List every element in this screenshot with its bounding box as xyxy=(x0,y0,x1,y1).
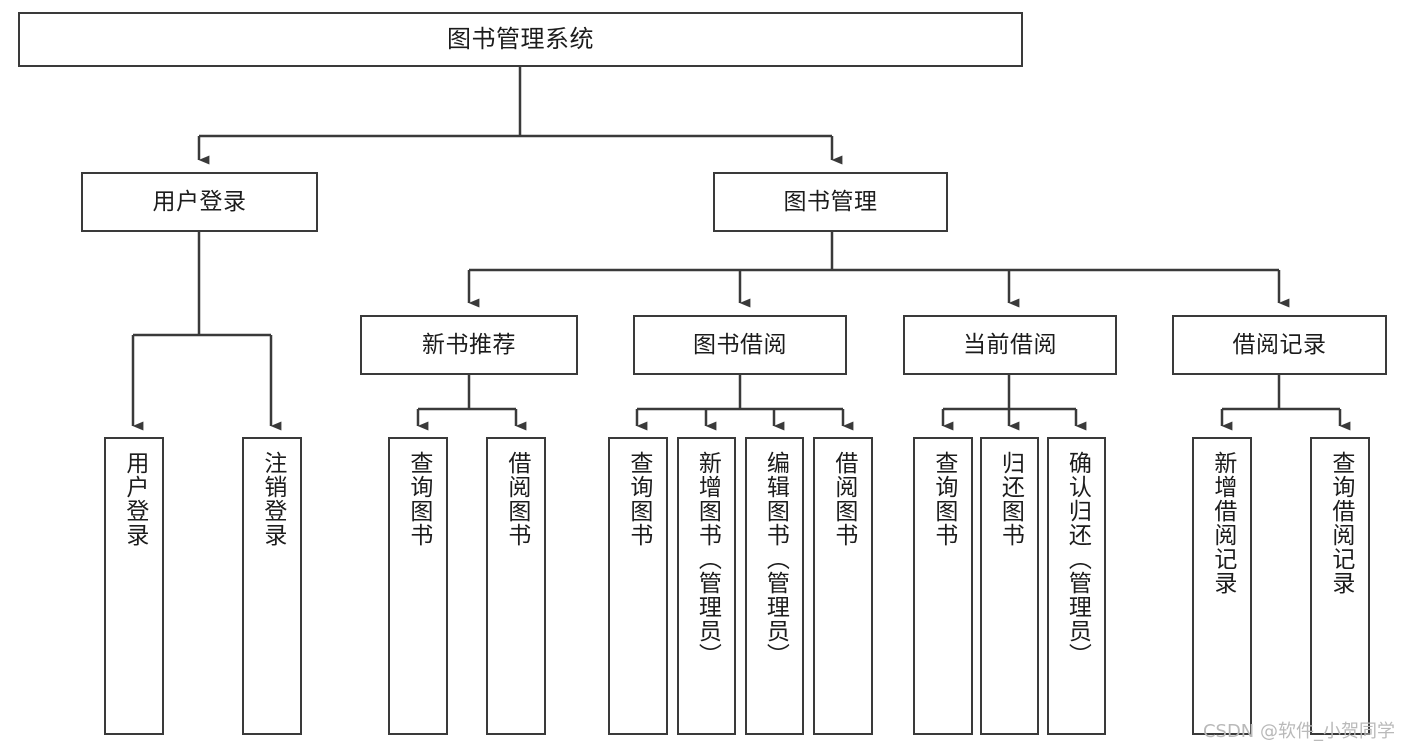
node-book-borrowing[interactable]: 图书借阅 xyxy=(633,315,847,375)
node-label: 用户登录 xyxy=(152,188,247,215)
node-label: 查询图书 xyxy=(930,451,957,547)
node-leaf-query-books-recommend[interactable]: 查询图书 xyxy=(388,437,448,735)
node-leaf-add-borrow-record[interactable]: 新增借阅记录 xyxy=(1192,437,1252,735)
node-user-login[interactable]: 用户登录 xyxy=(81,172,318,232)
node-book-management[interactable]: 图书管理 xyxy=(713,172,948,232)
node-label: 确认归还（管理员） xyxy=(1064,451,1091,667)
node-leaf-return-books[interactable]: 归还图书 xyxy=(980,437,1039,735)
node-label: 借阅图书 xyxy=(830,451,857,547)
node-leaf-add-book-admin[interactable]: 新增图书（管理员） xyxy=(677,437,736,735)
node-root-library-system[interactable]: 图书管理系统 xyxy=(18,12,1023,67)
node-leaf-confirm-return-admin[interactable]: 确认归还（管理员） xyxy=(1047,437,1106,735)
node-label: 图书管理系统 xyxy=(447,24,594,53)
node-leaf-logout[interactable]: 注销登录 xyxy=(242,437,302,735)
node-label: 注销登录 xyxy=(259,451,286,547)
node-label: 归还图书 xyxy=(997,451,1024,547)
node-leaf-query-books-borrow[interactable]: 查询图书 xyxy=(608,437,668,735)
node-label: 图书借阅 xyxy=(693,331,787,358)
node-leaf-borrow-books-recommend[interactable]: 借阅图书 xyxy=(486,437,546,735)
node-label: 新增图书（管理员） xyxy=(694,451,721,667)
node-label: 查询图书 xyxy=(405,451,432,547)
node-label: 图书管理 xyxy=(783,188,878,215)
node-label: 借阅图书 xyxy=(503,451,530,547)
node-leaf-query-books-current[interactable]: 查询图书 xyxy=(913,437,973,735)
node-label: 新增借阅记录 xyxy=(1209,451,1236,595)
node-label: 新书推荐 xyxy=(422,331,516,358)
node-label: 用户登录 xyxy=(121,451,148,547)
node-leaf-borrow-books[interactable]: 借阅图书 xyxy=(813,437,873,735)
node-leaf-query-borrow-record[interactable]: 查询借阅记录 xyxy=(1310,437,1370,735)
node-current-borrowing[interactable]: 当前借阅 xyxy=(903,315,1117,375)
node-label: 编辑图书（管理员） xyxy=(762,451,789,667)
node-label: 查询图书 xyxy=(625,451,652,547)
node-label: 借阅记录 xyxy=(1232,331,1327,358)
node-leaf-user-login[interactable]: 用户登录 xyxy=(104,437,164,735)
node-label: 当前借阅 xyxy=(963,331,1057,358)
node-label: 查询借阅记录 xyxy=(1327,451,1354,595)
node-leaf-edit-book-admin[interactable]: 编辑图书（管理员） xyxy=(745,437,804,735)
node-borrowing-records[interactable]: 借阅记录 xyxy=(1172,315,1387,375)
node-new-book-recommendation[interactable]: 新书推荐 xyxy=(360,315,578,375)
